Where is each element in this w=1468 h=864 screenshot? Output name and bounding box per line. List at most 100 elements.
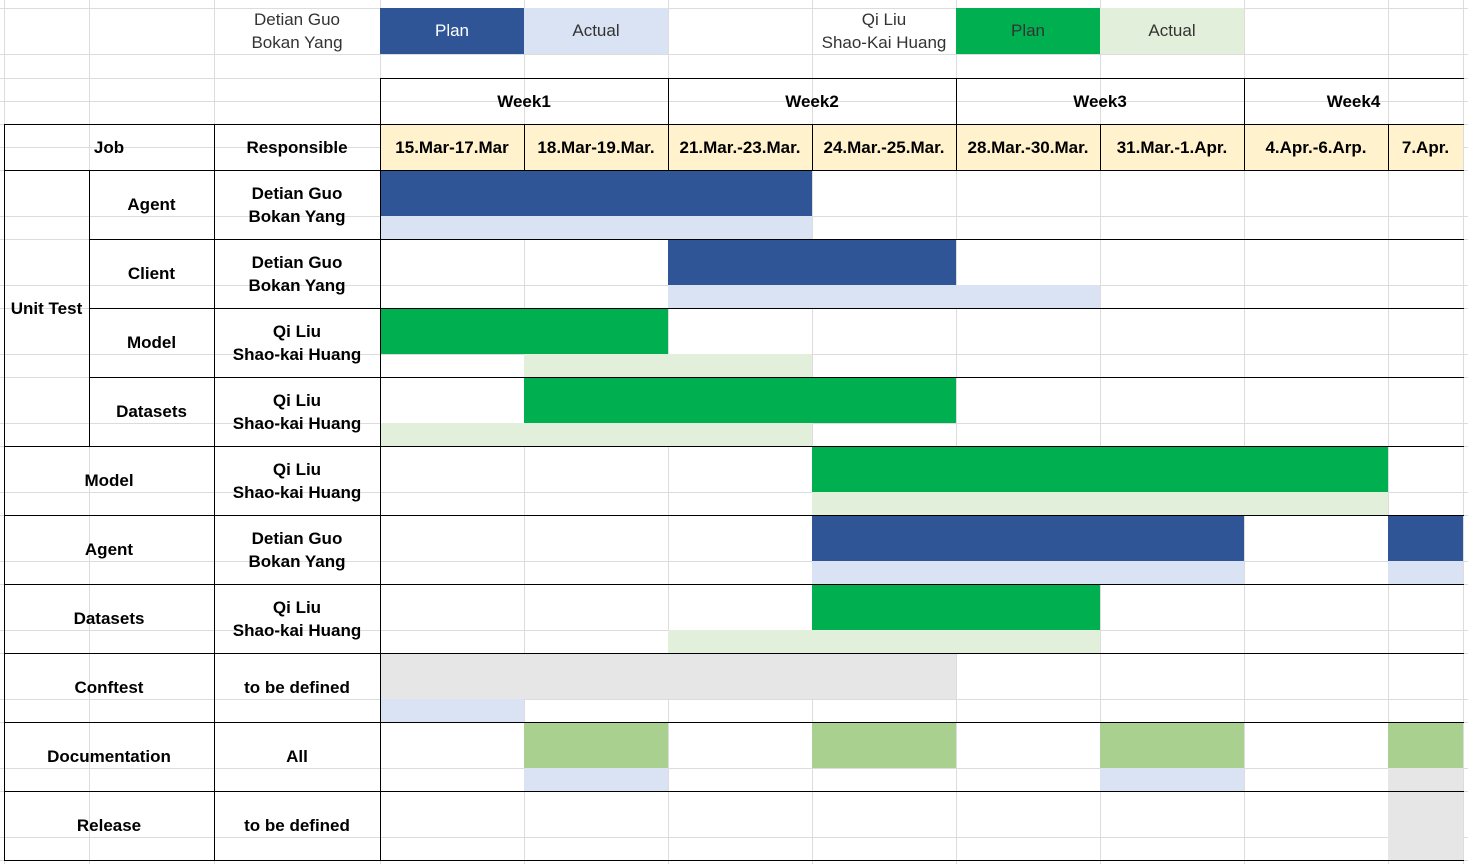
legend-group1-actual: Actual (524, 8, 668, 54)
table-border (4, 722, 1464, 723)
table-border (956, 124, 957, 171)
gantt-bar-actual (524, 354, 812, 377)
legend-group2-names: Qi Liu Shao-Kai Huang (821, 10, 947, 52)
gridline-horizontal (0, 8, 1468, 9)
table-border (524, 124, 525, 171)
table-border (89, 308, 1464, 309)
row-responsible-unit-agent: Detian Guo Bokan Yang (248, 183, 346, 226)
table-border (380, 124, 381, 861)
gridline-vertical (956, 0, 957, 864)
row-responsible-conftest: to be defined (244, 678, 350, 697)
gantt-bar-plan (812, 722, 956, 768)
table-border (4, 124, 1464, 125)
gridline-vertical (1100, 0, 1101, 864)
gridline-horizontal (0, 768, 1468, 769)
date-header-3: 21.Mar.-23.Mar. (668, 124, 812, 170)
legend-group1-names: Detian Guo Bokan Yang (251, 10, 343, 52)
table-border (1100, 124, 1101, 171)
table-border (89, 377, 1464, 378)
row-job-unit-datasets: Datasets (116, 402, 187, 421)
row-responsible-datasets: Qi Liu Shao-kai Huang (232, 597, 362, 640)
gantt-bar-actual (668, 285, 1100, 308)
gridline-horizontal (0, 492, 1468, 493)
row-job-unit-model: Model (126, 333, 177, 352)
row-job-unit-client: Client (127, 264, 176, 283)
table-border (380, 78, 1464, 79)
table-border (1388, 124, 1389, 171)
gantt-bar-plan (812, 446, 1388, 492)
table-border (89, 239, 1464, 240)
row-job-documentation: Documentation (47, 747, 171, 766)
date-header-7: 4.Apr.-6.Arp. (1244, 124, 1388, 170)
job-header: Job (93, 137, 125, 157)
gantt-bar-plan (380, 653, 956, 699)
table-border (4, 860, 1464, 861)
gantt-bar-actual (1388, 837, 1463, 860)
table-border (4, 446, 1464, 447)
date-header-2: 18.Mar-19.Mar. (524, 124, 668, 170)
gantt-bar-plan (812, 515, 1244, 561)
table-border (1244, 124, 1245, 171)
gantt-bar-plan (380, 308, 668, 354)
gantt-bar-plan (1388, 791, 1463, 837)
unit-test-label: Unit Test (10, 298, 83, 318)
table-border (4, 791, 1464, 792)
table-border (380, 78, 381, 125)
table-border (4, 653, 1464, 654)
gantt-bar-actual (524, 768, 668, 791)
date-header-8: 7.Apr. (1388, 124, 1463, 170)
week-header-4: Week4 (1326, 91, 1381, 111)
week-header-2: Week2 (785, 91, 839, 111)
gantt-bar-actual (1388, 768, 1463, 791)
gridline-horizontal (0, 837, 1468, 838)
gridline-vertical (1388, 0, 1389, 864)
date-header-4: 24.Mar.-25.Mar. (812, 124, 956, 170)
table-border (1244, 78, 1245, 125)
gantt-bar-actual (380, 423, 812, 446)
table-border (4, 170, 1464, 171)
gridline-vertical (1244, 0, 1245, 864)
row-responsible-release: to be defined (244, 816, 350, 835)
gantt-bar-actual (1388, 561, 1463, 584)
responsible-header: Responsible (246, 137, 348, 157)
table-border (214, 124, 215, 861)
row-job-unit-agent: Agent (127, 195, 176, 214)
week-header-3: Week3 (1073, 91, 1127, 111)
gantt-bar-plan (668, 239, 956, 285)
row-responsible-documentation: All (286, 747, 308, 766)
row-responsible-unit-model: Qi Liu Shao-kai Huang (232, 321, 362, 364)
row-responsible-unit-datasets: Qi Liu Shao-kai Huang (232, 390, 362, 433)
table-border (4, 515, 1464, 516)
week-header-1: Week1 (497, 91, 551, 111)
gantt-bar-plan (524, 377, 956, 423)
gantt-bar-plan (1388, 722, 1463, 768)
table-border (956, 78, 957, 125)
row-job-model: Model (84, 471, 134, 490)
gantt-bar-actual (380, 216, 812, 239)
gridline-horizontal (0, 699, 1468, 700)
gantt-bar-plan (812, 584, 1100, 630)
row-job-agent: Agent (84, 540, 134, 559)
gridline-vertical (812, 0, 813, 864)
gantt-bar-actual (812, 561, 1244, 584)
row-responsible-agent: Detian Guo Bokan Yang (248, 528, 346, 571)
row-responsible-model: Qi Liu Shao-kai Huang (232, 459, 362, 502)
gantt-bar-plan (380, 170, 812, 216)
gridline-vertical (1463, 0, 1464, 864)
gantt-bar-actual (812, 492, 1388, 515)
gridline-horizontal (0, 101, 1468, 102)
date-header-5: 28.Mar.-30.Mar. (956, 124, 1100, 170)
legend-group2-actual: Actual (1100, 8, 1244, 54)
table-border (668, 78, 669, 125)
table-border (4, 584, 1464, 585)
row-job-datasets: Datasets (73, 609, 145, 628)
gantt-bar-actual (1100, 768, 1244, 791)
row-job-release: Release (76, 816, 142, 835)
gantt-bar-actual (380, 699, 524, 722)
row-responsible-unit-client: Detian Guo Bokan Yang (248, 252, 346, 295)
date-header-1: 15.Mar-17.Mar (380, 124, 524, 170)
gantt-bar-plan (524, 722, 668, 768)
table-border (4, 124, 5, 861)
legend-group1-plan: Plan (380, 8, 524, 54)
